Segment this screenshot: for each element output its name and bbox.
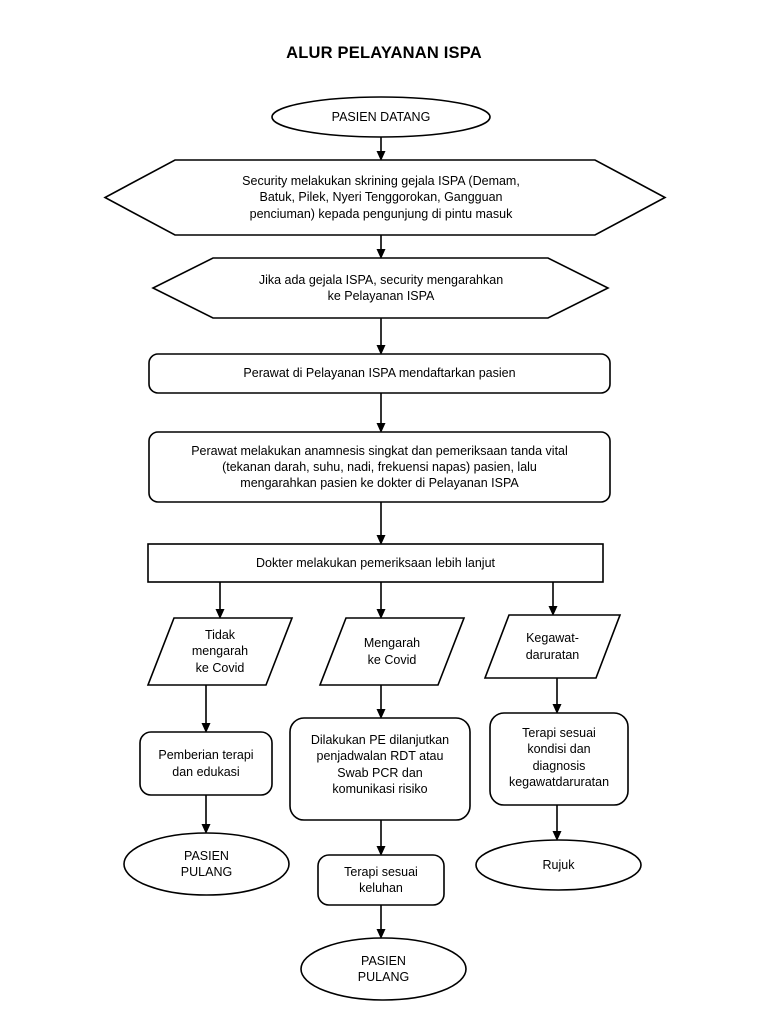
node-pasien-pulang-bottom[interactable] [300, 937, 467, 1001]
node-pasien-pulang-left[interactable] [123, 832, 290, 896]
edge-n12-n15-arrowhead [552, 831, 562, 841]
node-perawat-anamnesis[interactable] [148, 431, 611, 503]
node-dokter-pemeriksaan[interactable] [147, 543, 604, 583]
node-mengarah-covid[interactable] [318, 617, 466, 686]
edge-n7-n10-arrowhead [201, 723, 211, 733]
edge-n3-n4-arrowhead [376, 345, 386, 355]
node-rujuk[interactable] [475, 839, 642, 891]
edge-n2-n3-arrowhead [376, 249, 386, 259]
node-pasien-datang-start[interactable] [271, 96, 491, 138]
nodes [103, 96, 667, 1001]
node-pemberian-terapi-edukasi[interactable] [139, 731, 273, 796]
edge-n5-n6-arrowhead [376, 535, 386, 545]
edge-n6-n7-arrowhead [215, 609, 225, 619]
edge-n14-n16-arrowhead [376, 929, 386, 939]
node-pe-rdt-swab-pcr[interactable] [289, 717, 471, 821]
node-security-skrining[interactable] [103, 159, 667, 236]
page-title: ALUR PELAYANAN ISPA [286, 44, 482, 62]
node-terapi-kondisi-diagnosis[interactable] [489, 712, 629, 806]
edge-n11-n14-arrowhead [376, 846, 386, 856]
edge-n1-n2-arrowhead [376, 151, 386, 161]
node-tidak-mengarah-covid[interactable] [146, 617, 294, 686]
connectors [201, 137, 562, 939]
edge-n6-n8-arrowhead [376, 609, 386, 619]
edge-n6-n9-arrowhead [548, 606, 558, 616]
edge-n4-n5-arrowhead [376, 423, 386, 433]
node-kegawatdaruratan[interactable] [483, 614, 622, 679]
edge-n8-n11-arrowhead [376, 709, 386, 719]
edge-n9-n12-arrowhead [552, 704, 562, 714]
edge-n10-n13-arrowhead [201, 824, 211, 834]
node-security-mengarahkan[interactable] [151, 257, 610, 319]
node-terapi-sesuai-keluhan[interactable] [317, 854, 445, 906]
node-perawat-mendaftarkan[interactable] [148, 353, 611, 394]
